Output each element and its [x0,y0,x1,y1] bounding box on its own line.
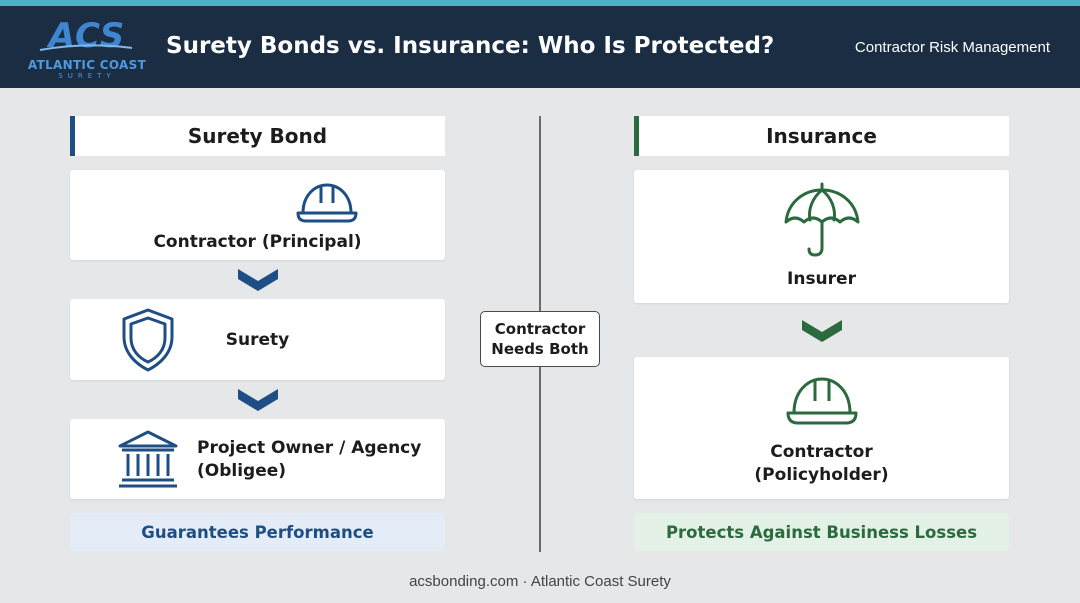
top-accent-stripe [0,0,1080,6]
page-footer[interactable]: acsbonding.com · Atlantic Coast Surety [409,573,671,590]
project-owner-label: Project Owner / Agency (Obligee) [197,437,421,483]
company-logo[interactable]: ACS ATLANTIC COAST SURETY [26,16,148,82]
surety-label: Surety [225,330,290,350]
hard-hat-icon [296,183,358,223]
page-subtitle: Contractor Risk Management [854,39,1050,56]
contractor-policyholder-card: Contractor (Policyholder) [634,357,1009,499]
contractor-needs-both-box: Contractor Needs Both [480,311,600,367]
logo-text-primary: ATLANTIC COAST [27,58,147,72]
chevron-down-icon [238,389,278,411]
chevron-down-icon [238,269,278,291]
guarantees-performance-badge: Guarantees Performance [70,513,445,551]
heading-accent-bar [634,116,639,156]
protects-against-losses-badge: Protects Against Business Losses [634,513,1009,551]
insurer-card: Insurer [634,170,1009,303]
project-owner-label-line1: Project Owner / Agency [197,438,422,458]
surety-bond-heading: Surety Bond [70,116,445,156]
center-box-line2: Needs Both [491,340,589,358]
logo-mark: ACS [48,16,126,56]
contractor-principal-card: Contractor (Principal) [70,170,445,260]
chevron-down-icon [802,320,842,342]
shield-icon [122,308,174,372]
umbrella-icon [784,182,860,257]
header-bar: ACS ATLANTIC COAST SURETY Surety Bonds v… [0,6,1080,88]
heading-text: Surety Bond [187,124,328,148]
logo-swoosh-icon [39,44,133,51]
contractor-policyholder-label: Contractor (Policyholder) [634,441,1009,487]
project-owner-card: Project Owner / Agency (Obligee) [70,419,445,499]
hard-hat-icon [786,377,858,425]
heading-text: Insurance [766,124,877,148]
surety-card: Surety [70,299,445,380]
project-owner-label-line2: (Obligee) [197,461,287,481]
heading-accent-bar [70,116,75,156]
insurer-label: Insurer [787,269,856,289]
center-box-line1: Contractor [494,320,586,338]
logo-text-secondary: SURETY [58,72,116,80]
government-building-icon [118,430,178,488]
insurance-heading: Insurance [634,116,1009,156]
contractor-principal-label: Contractor (Principal) [153,232,362,252]
contractor-policyholder-label-line2: (Policyholder) [754,465,889,485]
contractor-policyholder-label-line1: Contractor [770,442,873,462]
page-title: Surety Bonds vs. Insurance: Who Is Prote… [166,33,775,59]
